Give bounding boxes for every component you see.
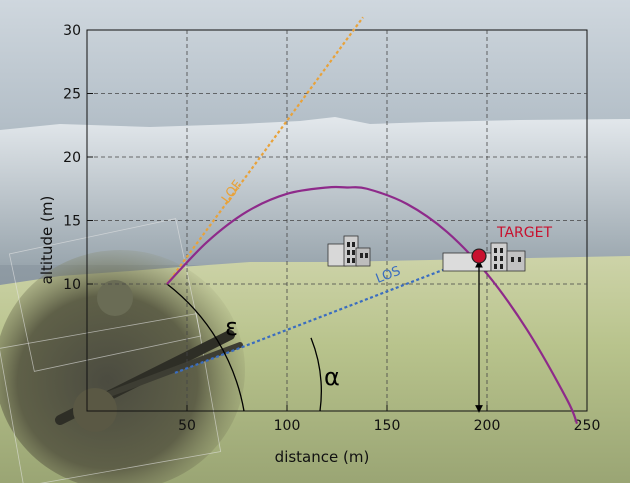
- building-middle: [327, 235, 371, 267]
- x-tick-label: 100: [274, 418, 301, 434]
- trajectory-curve: [166, 185, 579, 425]
- y-tick-label: 30: [63, 23, 81, 39]
- x-axis-label: distance (m): [275, 448, 370, 466]
- angle-epsilon-arc: [166, 283, 245, 412]
- x-tick-label: 250: [574, 418, 601, 434]
- x-tick-label: 50: [178, 418, 196, 434]
- angle-alpha-arc: [310, 337, 322, 412]
- target-label: TARGET: [496, 225, 552, 241]
- y-axis-label: altitude (m): [38, 196, 56, 285]
- distant-mountains: [0, 117, 630, 265]
- angle-epsilon-label: ε: [225, 313, 238, 341]
- los-line: [174, 255, 480, 374]
- y-tick-label: 10: [63, 277, 81, 293]
- tick-labels: 50 100 150 200 250 10 15 20 25 30: [63, 23, 600, 434]
- y-tick-label: 15: [63, 214, 81, 230]
- x-tick-label: 200: [474, 418, 501, 434]
- x-tick-label: 150: [374, 418, 401, 434]
- lof-line: [166, 16, 364, 285]
- y-tick-label: 20: [63, 150, 81, 166]
- angle-alpha-label: α: [324, 363, 340, 391]
- ballistics-overlay-top: TARGET: [471, 225, 552, 413]
- target-marker: [471, 248, 487, 264]
- y-tick-label: 25: [63, 87, 81, 103]
- grid: [87, 29, 588, 411]
